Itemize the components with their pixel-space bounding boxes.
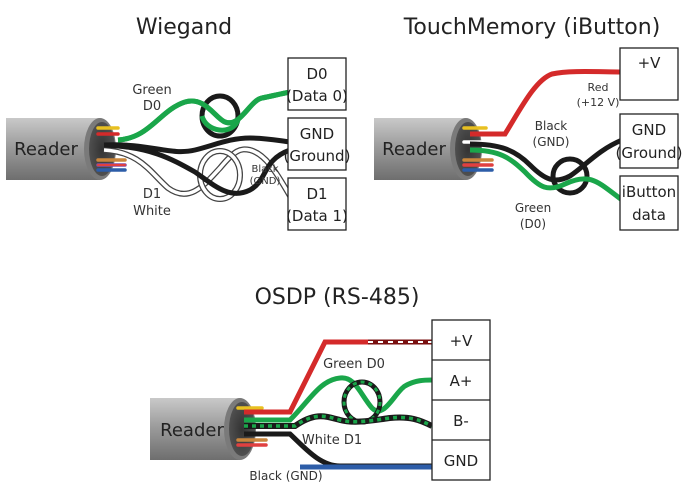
osdp-terminals: +V A+ B- GND [431, 319, 491, 481]
osdp-section: OSDP (RS-485) Reader Green D0 Whi [150, 285, 491, 483]
wiegand-green-label: Green [132, 83, 171, 98]
osdp-white-label: White D1 [302, 433, 362, 448]
touchmemory-terminal-v: +V [619, 47, 679, 101]
wiegand-black-label: Black [251, 164, 278, 175]
osdp-wire-red [244, 339, 368, 415]
touchmemory-green-label: Green [515, 201, 551, 215]
osdp-terminal-gnd: GND [444, 452, 478, 470]
touchmemory-title: TouchMemory (iButton) [403, 15, 661, 40]
touchmemory-section: TouchMemory (iButton) Reader Red (+12 V)… [374, 15, 682, 231]
wiegand-terminal-gnd-desc: (Ground) [284, 147, 351, 165]
wiegand-terminal-gnd-name: GND [300, 125, 334, 143]
wiegand-terminal-d1: D1 (Data 1) [286, 177, 348, 231]
osdp-reader-label: Reader [160, 420, 224, 441]
touchmemory-terminal-v-name: +V [638, 54, 662, 72]
wiegand-wire-black [103, 135, 291, 155]
touchmemory-black-label: Black [535, 119, 568, 133]
touchmemory-terminal-ibutton: iButton data [619, 175, 679, 231]
osdp-green-label: Green D0 [323, 357, 385, 372]
wiegand-white-label: White [133, 204, 171, 219]
touchmemory-gnd-label: (GND) [533, 135, 570, 149]
wiegand-section: Wiegand Reader [6, 15, 351, 231]
osdp-title: OSDP (RS-485) [255, 285, 420, 310]
osdp-black-label: Black (GND) [249, 469, 322, 483]
touchmemory-wire-black [469, 137, 623, 183]
osdp-terminal-a: A+ [450, 372, 473, 390]
touchmemory-terminal-ibutton-name: iButton [622, 183, 676, 201]
touchmemory-reader-cable: Reader [374, 118, 494, 180]
osdp-terminal-v: +V [450, 332, 474, 350]
wiegand-terminal-d0: D0 (Data 0) [286, 57, 348, 111]
touchmemory-terminal-gnd: GND (Ground) [616, 113, 683, 169]
wiegand-terminal-d0-desc: (Data 0) [286, 87, 348, 105]
touchmemory-12v-label: (+12 V) [577, 96, 620, 109]
osdp-terminal-b: B- [453, 412, 469, 430]
wiegand-title: Wiegand [136, 15, 232, 40]
touchmemory-terminal-ibutton-desc: data [632, 206, 666, 224]
wiegand-terminal-d1-name: D1 [306, 185, 327, 203]
touchmemory-reader-label: Reader [382, 139, 446, 160]
wiegand-terminal-gnd: GND (Ground) [284, 117, 351, 171]
osdp-wire-green [244, 375, 433, 423]
wiegand-d0-label: D0 [143, 99, 161, 114]
wiegand-terminal-d0-name: D0 [306, 65, 327, 83]
touchmemory-red-label: Red [588, 81, 609, 94]
wiegand-d1-label: D1 [143, 187, 161, 202]
wiegand-reader-cable: Reader [6, 118, 127, 180]
wiegand-reader-label: Reader [14, 139, 78, 160]
touchmemory-d0-label: (D0) [520, 217, 546, 231]
touchmemory-wire-red [470, 69, 623, 137]
touchmemory-terminal-gnd-name: GND [632, 121, 666, 139]
wiegand-gnd-label: (GND) [250, 176, 281, 187]
wiegand-terminal-d1-desc: (Data 1) [286, 207, 348, 225]
touchmemory-wire-green [469, 147, 624, 202]
touchmemory-terminal-gnd-desc: (Ground) [616, 144, 683, 162]
